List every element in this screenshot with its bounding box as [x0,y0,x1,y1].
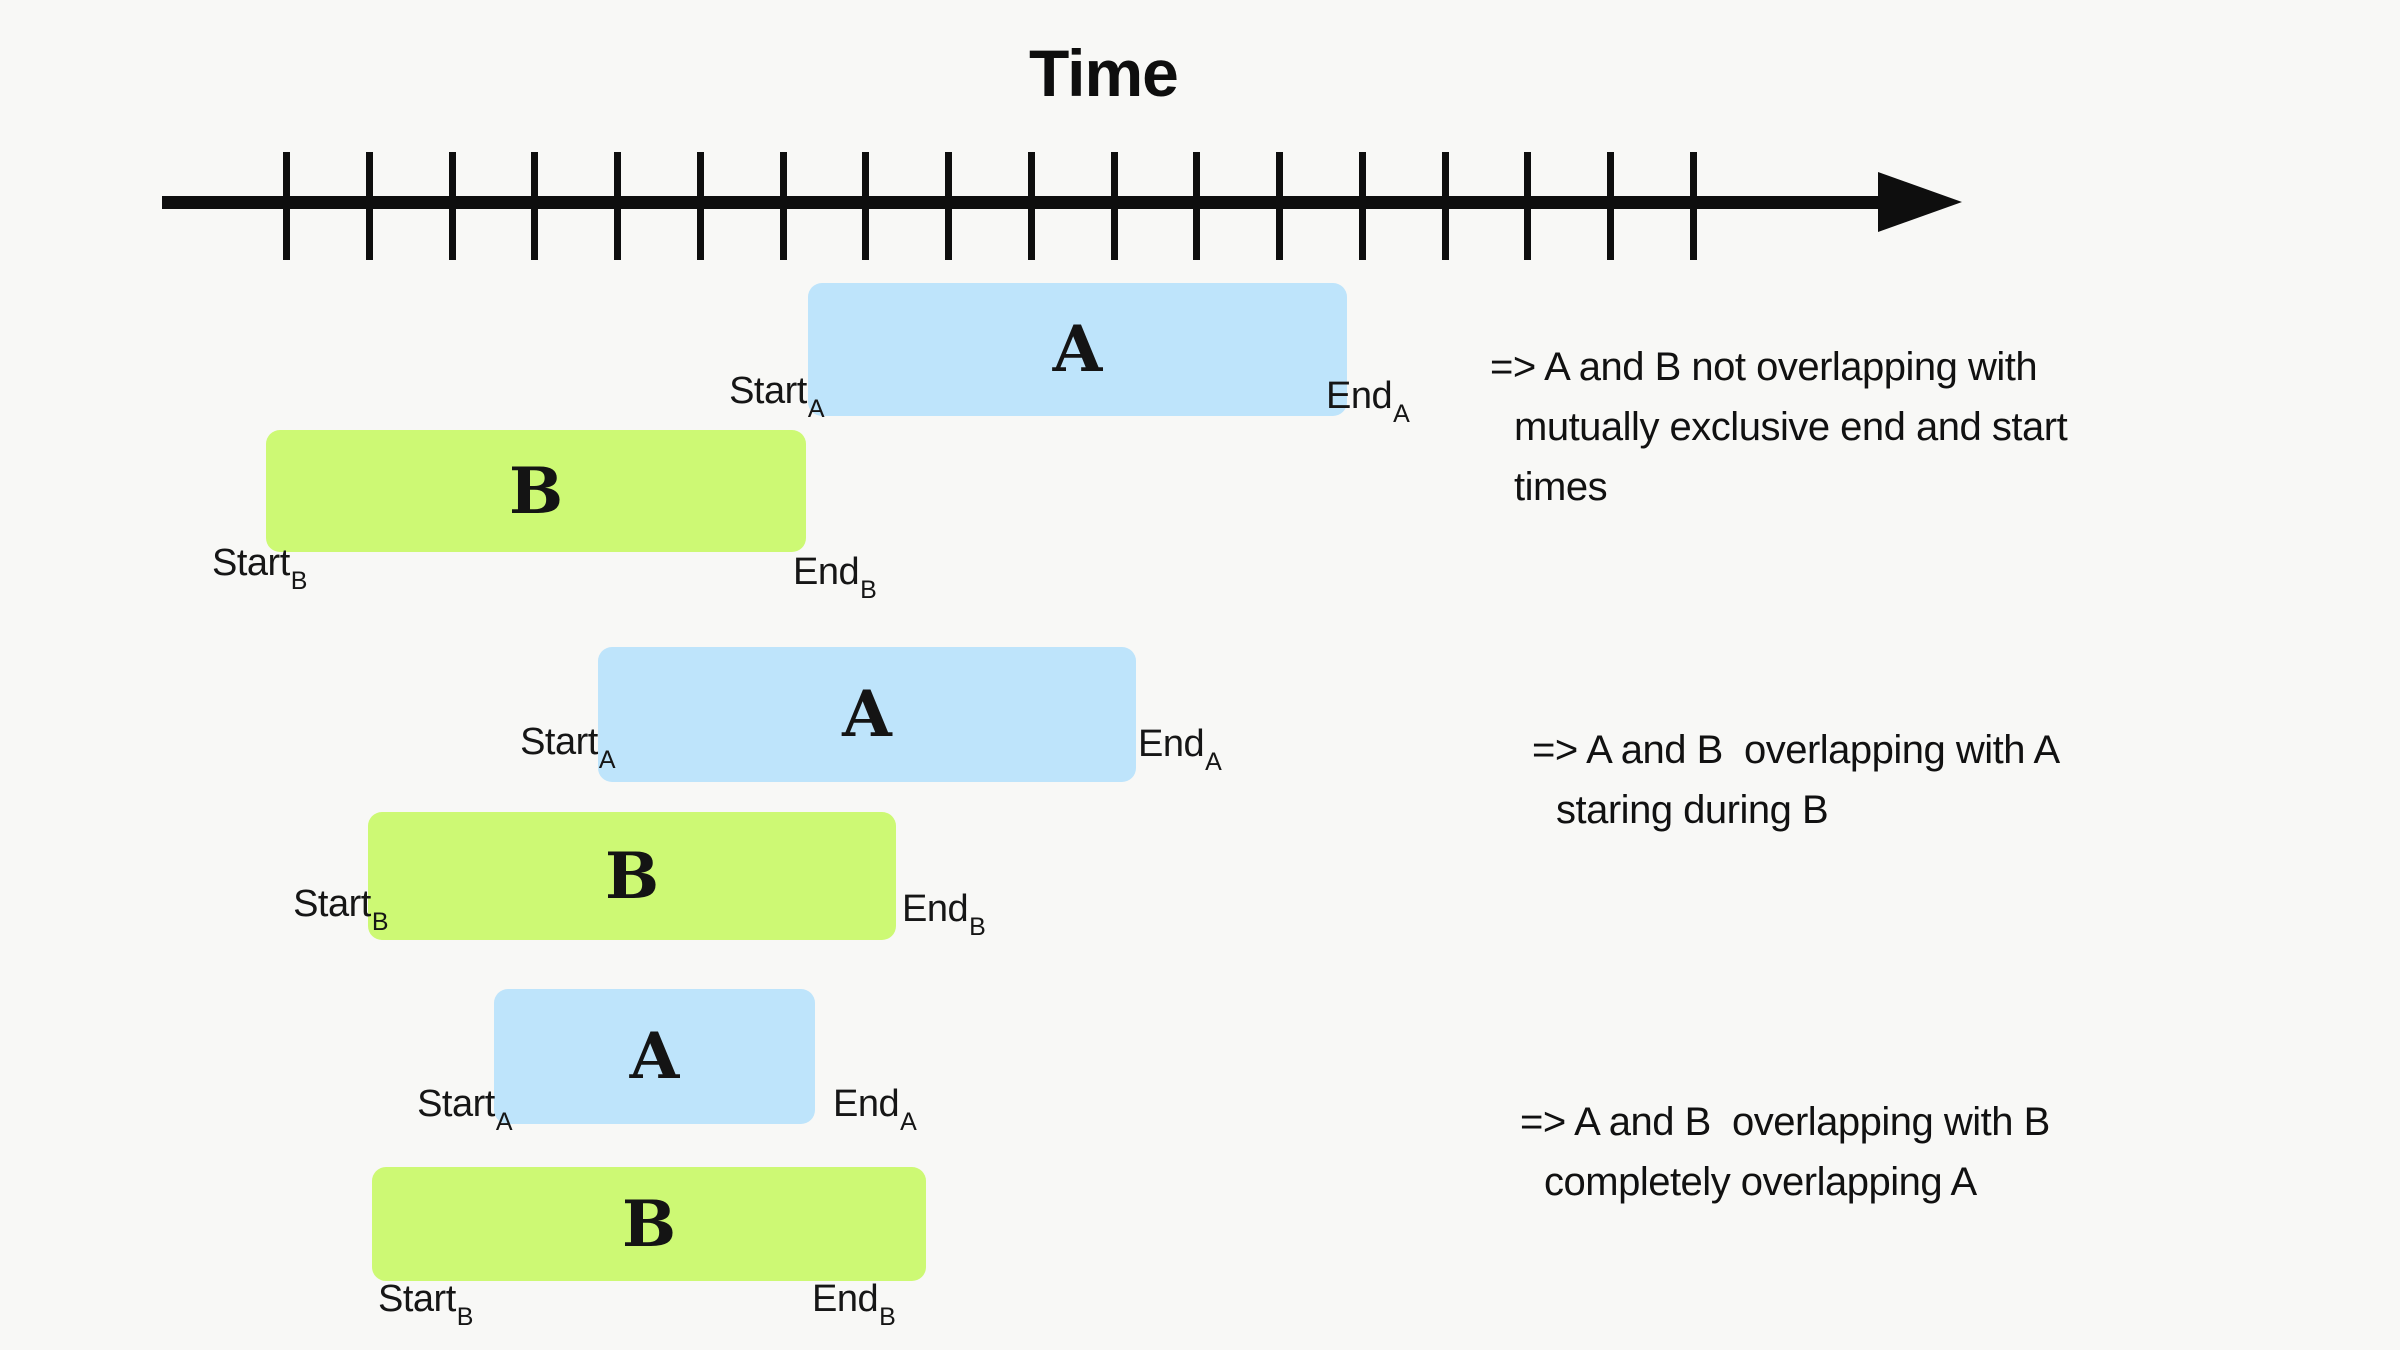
tick-mark [1524,152,1532,260]
end-label-a-scenario-1: EndA [1326,375,1410,427]
start-word: Start [293,883,371,925]
timeline-ticks [283,152,1697,260]
end-subscript: A [900,1108,917,1136]
note-line: mutually exclusive end and start [1514,405,2068,449]
start-word: Start [378,1278,456,1320]
start-label-a-scenario-2: StartA [520,721,615,773]
start-label-b-scenario-2: StartB [293,883,388,935]
note-line: => A and B overlapping with B [1520,1100,2050,1144]
note-line: completely overlapping A [1544,1160,1977,1204]
end-subscript: B [860,576,877,604]
start-subscript: B [456,1303,474,1331]
bar-b-letter: B [604,838,660,914]
tick-mark [1441,152,1449,260]
timeline-title: Time [1029,36,1179,110]
tick-mark [945,152,952,260]
end-label-a-scenario-2: EndA [1138,723,1222,775]
tick-mark [531,152,539,260]
bar-b-letter: B [621,1186,677,1262]
end-label-b-scenario-2: EndB [902,888,986,940]
bar-a-letter: A [842,677,892,752]
end-label-a-scenario-3: EndA [833,1083,917,1135]
bar-a-letter: A [629,1019,680,1094]
note-scenario-2: => A and B overlapping with A staring du… [1532,720,2060,840]
tick-mark [1607,152,1614,260]
tick-mark [448,152,456,260]
end-word: End [812,1278,879,1320]
tick-mark [1689,152,1697,260]
start-label-a-scenario-3: StartA [417,1083,512,1135]
end-label-b-scenario-1: EndB [793,551,877,603]
note-scenario-3: => A and B overlapping with B completely… [1520,1092,2050,1212]
interval-bar-b-scenario-1: B [266,430,806,552]
tick-mark [1276,152,1283,260]
tick-mark [1027,152,1035,260]
end-subscript: A [1205,748,1222,776]
interval-bar-b-scenario-3: B [372,1167,926,1281]
start-word: Start [212,542,290,584]
interval-bar-a-scenario-2: A [598,647,1136,782]
interval-bar-a-scenario-3: A [494,989,815,1124]
end-subscript: A [1393,400,1410,428]
start-label-b-scenario-3: StartB [378,1278,473,1330]
timeline-axis-line [162,196,1882,209]
start-word: Start [417,1083,495,1125]
start-subscript: A [598,746,616,774]
tick-mark [1193,152,1201,260]
start-label-a-scenario-1: StartA [729,370,824,422]
interval-bar-b-scenario-2: B [368,812,896,940]
start-word: Start [729,370,807,412]
end-subscript: B [969,913,986,941]
tick-mark [614,152,621,260]
tick-mark [779,152,787,260]
tick-mark [283,152,290,260]
tick-mark [1358,152,1366,260]
start-word: Start [520,721,598,763]
note-line: => A and B not overlapping with [1490,345,2038,389]
start-label-b-scenario-1: StartB [212,542,307,594]
start-subscript: B [371,908,389,936]
start-subscript: B [290,567,308,595]
start-subscript: A [807,395,825,423]
start-subscript: A [495,1108,513,1136]
tick-mark [365,152,373,260]
end-word: End [902,888,969,930]
end-word: End [793,551,860,593]
end-word: End [1138,723,1205,765]
timeline-arrowhead-icon [1878,172,1962,232]
note-line: => A and B overlapping with A [1532,728,2060,772]
tick-mark [862,152,870,260]
note-line: staring during B [1556,788,1829,832]
note-scenario-1: => A and B not overlapping with mutually… [1490,337,2068,517]
bar-b-letter: B [508,453,564,529]
end-word: End [833,1083,900,1125]
tick-mark [696,152,704,260]
bar-a-letter: A [1052,312,1103,387]
interval-bar-a-scenario-1: A [808,283,1347,416]
tick-mark [1110,152,1118,260]
end-label-b-scenario-3: EndB [812,1278,896,1330]
end-word: End [1326,375,1393,417]
end-subscript: B [879,1303,896,1331]
note-line: times [1514,465,1608,509]
